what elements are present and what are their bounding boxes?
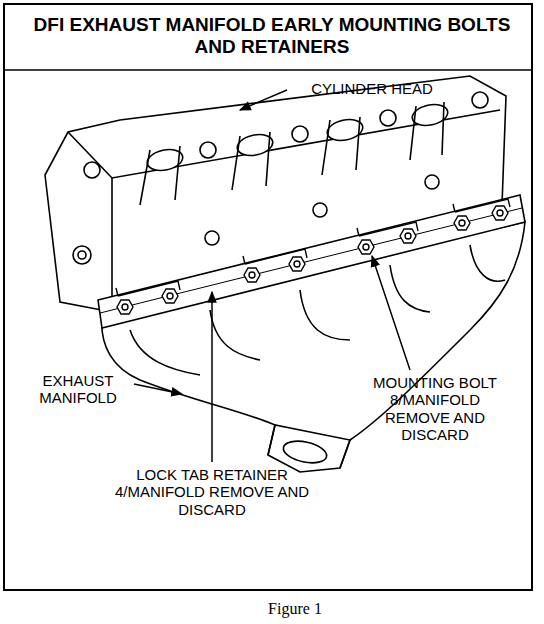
mounting-bolts xyxy=(117,206,508,314)
caption: Figure 1 xyxy=(220,600,370,618)
part-label: LOCK TAB RETAINER 4/MANIFOLD REMOVE AND … xyxy=(112,466,312,518)
title-rule xyxy=(4,69,532,71)
frame xyxy=(4,4,532,590)
part-label: EXHAUST MANIFOLD xyxy=(22,372,134,407)
part-label: MOUNTING BOLT 8/MANIFOLD REMOVE AND DISC… xyxy=(360,374,510,443)
exhaust-manifold xyxy=(98,195,525,472)
leader-lines xyxy=(134,90,410,462)
part-label: CYLINDER HEAD xyxy=(292,80,452,97)
lock-tab-retainers xyxy=(116,199,510,296)
title: DFI EXHAUST MANIFOLD EARLY MOUNTING BOLT… xyxy=(22,14,522,58)
